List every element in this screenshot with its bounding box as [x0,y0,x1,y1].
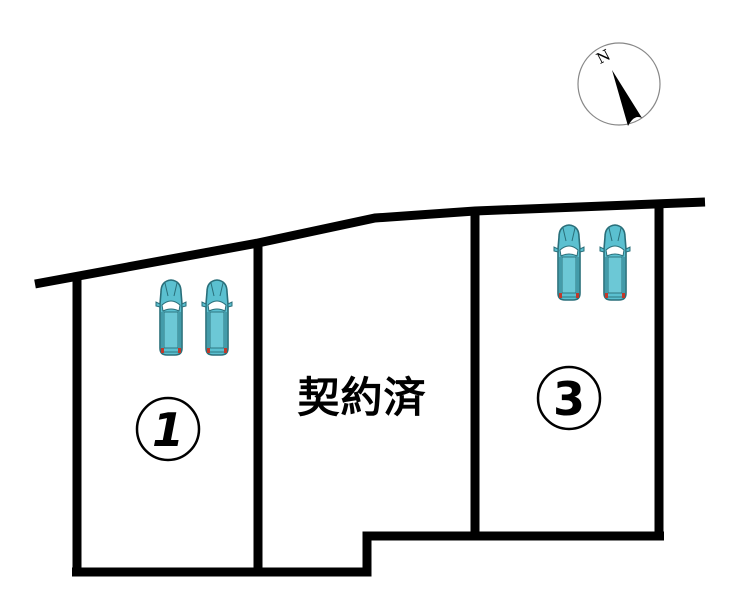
north-arrow-icon [612,70,642,126]
car-icon [599,224,631,301]
car-icon [553,224,585,301]
top-boundary-line [34,197,706,289]
bottom-boundary-line [72,531,664,577]
lot-3-number-badge: 3 [536,365,602,431]
compass: N [577,42,661,126]
lot-3-parking [553,224,631,301]
lot-1-parking [155,279,233,356]
car-icon [155,279,187,356]
lot-1-number: 1 [152,403,184,457]
lot-boundaries [34,197,706,577]
lot-2-status-label: 契約済 [297,373,427,422]
car-icon [201,279,233,356]
lot-1-number-badge: 1 [135,396,201,462]
lot-3-number: 3 [553,372,585,426]
